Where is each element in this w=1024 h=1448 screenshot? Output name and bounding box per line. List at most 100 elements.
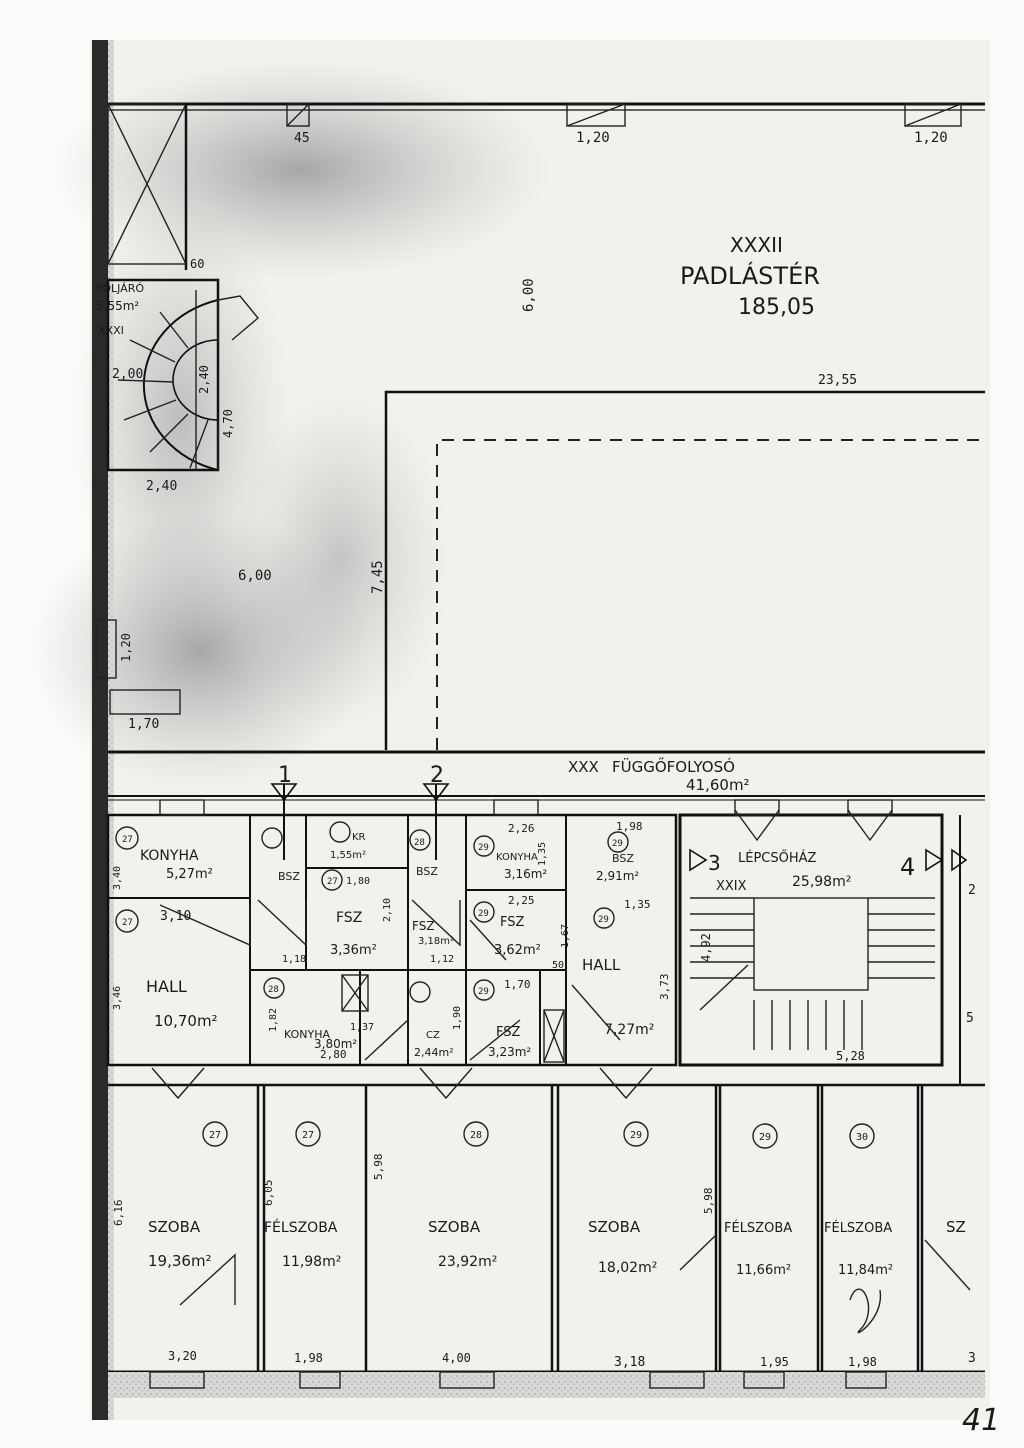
dim-167: 1,67 [560, 924, 571, 948]
dim-120c: 1,20 [119, 633, 133, 662]
stair-tower-area: 5,55m² [96, 299, 139, 313]
dim-195: 1,95 [760, 1355, 789, 1369]
stairwell-void [753, 897, 869, 991]
signature [849, 1288, 882, 1334]
section-1-label: 1 [278, 763, 292, 788]
room-name: SZOBA [428, 1218, 481, 1236]
dim-198c: 1,98 [848, 1355, 877, 1369]
dim-198: 1,98 [616, 820, 643, 833]
room-name: KONYHA [496, 852, 538, 863]
attic-number: XXXII [730, 233, 783, 257]
room-area: 3,18m² [418, 936, 454, 947]
kr-label: KR [352, 832, 366, 843]
chimney-flue-cross [341, 974, 369, 1012]
dim-318: 3,18 [614, 1355, 645, 1370]
room-number: 29 [612, 839, 623, 849]
stairwell-number: XXIX [716, 879, 747, 894]
room-area: 19,36m² [148, 1252, 212, 1270]
chimney [286, 103, 310, 127]
pantry [543, 1009, 565, 1063]
dim-600b: 6,00 [238, 568, 272, 584]
dim-198b: 1,98 [294, 1351, 323, 1365]
dim-137: 1,37 [350, 1022, 374, 1033]
room-number: 27 [122, 918, 133, 928]
dim-598: 5,98 [372, 1154, 385, 1181]
room-area: 18,02m² [598, 1260, 657, 1276]
dim-600a: 6,00 [521, 278, 537, 312]
gallery-area: 41,60m² [686, 776, 750, 794]
street-room-partitions [256, 1085, 924, 1372]
room-area: 11,84m² [838, 1263, 893, 1278]
room-area: 3,16m² [504, 867, 547, 881]
stairwell-dim-528: 5,28 [836, 1049, 865, 1063]
dim-200: 2,00 [112, 367, 143, 382]
dim-745: 7,45 [370, 560, 386, 594]
stair-tower-number: XXXI [98, 324, 124, 337]
dim-118: 1,18 [282, 954, 306, 965]
section-mark-1 [270, 783, 298, 860]
section-mark-3 [689, 848, 708, 872]
street-door-swings [179, 1234, 971, 1306]
cz-area: 2,44m² [414, 1046, 454, 1059]
spiral-stair-outer [142, 299, 219, 471]
section-mark-labels: 1 2 3 4 [278, 763, 915, 881]
courtyard-dashed-line [436, 439, 985, 750]
room-area: 3,36m² [330, 943, 377, 958]
room-area: 11,66m² [736, 1263, 791, 1278]
dim-320: 3,20 [168, 1349, 197, 1363]
room-area: 3,23m² [488, 1045, 531, 1059]
courtyard-wall [384, 390, 985, 750]
dim-2355: 23,55 [818, 373, 857, 388]
dim-470: 4,70 [221, 409, 235, 438]
outer-wall-left [92, 40, 108, 1420]
dim-240: 2,40 [146, 479, 177, 494]
room-number: 28 [414, 838, 425, 848]
room-number: 28 [470, 1130, 482, 1141]
dim-616: 6,16 [112, 1200, 125, 1227]
section-mark-4 [925, 848, 944, 872]
roof-window-diagonal [904, 103, 962, 127]
room-labels: 27 KONYHA 5,27m² 27 HALL 10,70m² 27 SZOB… [122, 835, 893, 1278]
outer-wall-left-hatch [108, 40, 114, 1420]
dim-2: 2 [968, 883, 976, 898]
dim-170b: 1,70 [504, 978, 531, 991]
spiral-stair-room [106, 278, 220, 472]
stairwell-area: 25,98m² [792, 874, 851, 890]
room-number: 27 [209, 1130, 221, 1141]
chimney-flue [341, 974, 369, 1012]
room-number: 29 [598, 915, 609, 925]
dim-373: 3,73 [658, 974, 671, 1001]
room-area: 7,27m² [604, 1022, 654, 1038]
room-name: HALL [146, 977, 187, 996]
room-number: 28 [268, 985, 279, 995]
chimney-diagonal [286, 103, 310, 127]
dim-280: 2,80 [320, 1048, 347, 1061]
section-3-label: 3 [708, 851, 721, 875]
dim-225: 2,25 [508, 894, 535, 907]
section-4-label: 4 [900, 853, 915, 881]
stair-landing-arrow [217, 295, 259, 341]
room-number: 27 [122, 835, 133, 845]
room-number: 29 [478, 987, 489, 997]
dim-5: 5 [966, 1011, 974, 1026]
dim-310: 3,10 [160, 909, 191, 924]
pantry-cross [543, 1009, 565, 1063]
room-name: FSZ [500, 915, 525, 930]
dim-45: 45 [294, 131, 310, 146]
room-area: 11,98m² [282, 1254, 341, 1270]
gallery-name: FÜGGŐFOLYOSÓ [612, 756, 735, 776]
attic-labels: XXXII PADLÁSTÉR 185,05 45 1,20 1,20 23,5… [112, 130, 948, 732]
room-area: 3,62m² [494, 943, 541, 958]
section-2-label: 2 [430, 763, 444, 788]
room-name: FSZ [336, 910, 362, 926]
room-area: 10,70m² [154, 1012, 218, 1030]
stairwell-steps [690, 897, 935, 1050]
room-name: KONYHA [284, 1028, 330, 1041]
room-name: SZOBA [588, 1218, 641, 1236]
spiral-stair-treads [117, 300, 219, 470]
small-labels: BSZ BSZ KR 1,55m² 1,80 CZ 2,44m² 2,26 1,… [112, 820, 1000, 1438]
cz-label: CZ [426, 1030, 440, 1041]
room-name: KONYHA [140, 848, 199, 864]
